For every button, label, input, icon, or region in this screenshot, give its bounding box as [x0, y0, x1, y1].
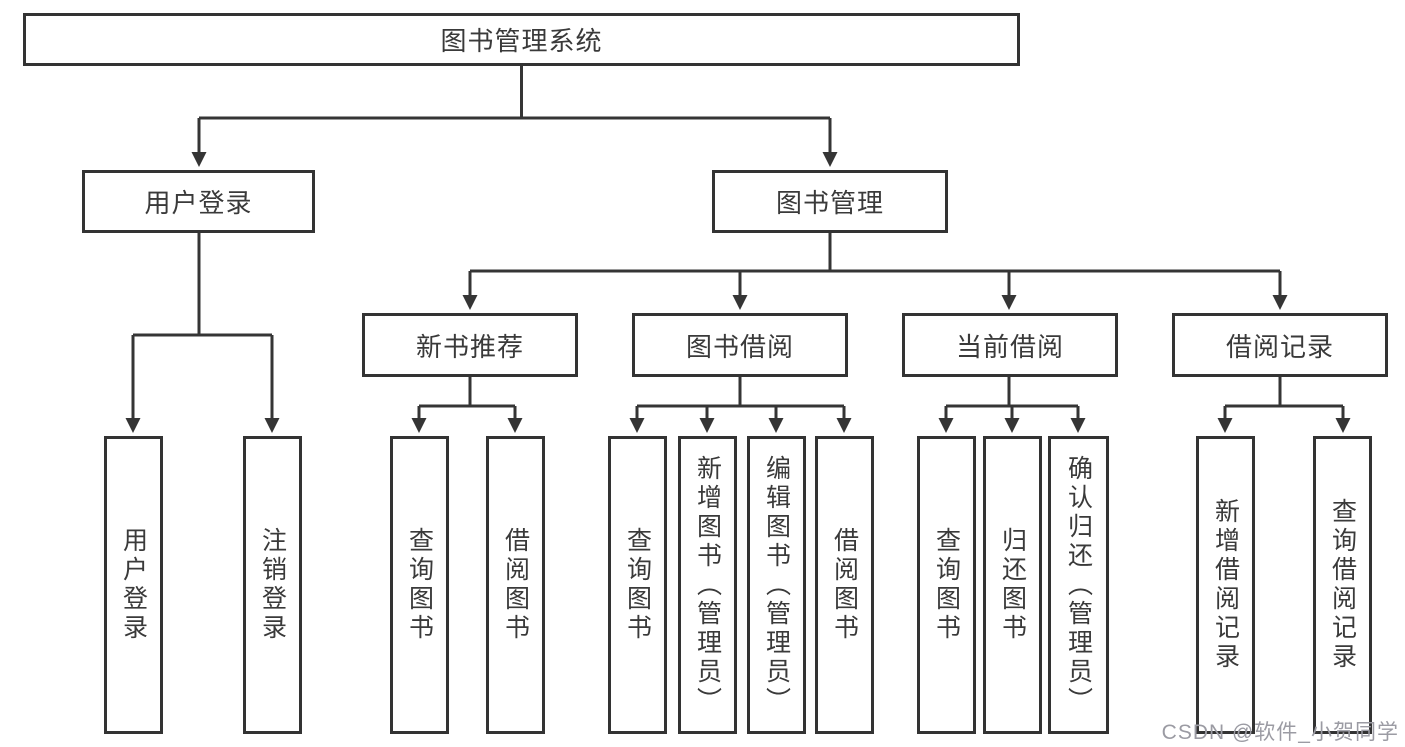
node-label: 新增借阅记录 — [1211, 498, 1240, 672]
node-label: 新增图书（管理员） — [693, 454, 722, 716]
node-label: 查询图书 — [405, 527, 434, 643]
node-current-borrow: 当前借阅 — [902, 313, 1118, 377]
node-label: 图书管理 — [775, 188, 884, 218]
connector-user-login-spreader — [133, 233, 272, 337]
node-label: 查询图书 — [623, 527, 652, 643]
node-leaf-bb-query-books: 查询图书 — [608, 436, 667, 734]
connector-new-book-spreader — [419, 377, 515, 408]
node-label: 查询图书 — [932, 527, 961, 643]
connector-book-management-spreader — [470, 233, 1280, 273]
node-leaf-br-add-record: 新增借阅记录 — [1196, 436, 1255, 734]
node-label: 确认归还（管理员） — [1064, 454, 1093, 716]
node-leaf-user-login: 用户登录 — [104, 436, 163, 734]
node-leaf-bb-edit-books-admin: 编辑图书（管理员） — [747, 436, 806, 734]
connector-current-borrow-spreader — [946, 377, 1078, 408]
csdn-watermark: CSDN @软件_小贺同学 — [1161, 721, 1399, 744]
node-borrow-records: 借阅记录 — [1172, 313, 1388, 377]
node-label: 图书借阅 — [685, 331, 794, 362]
node-leaf-br-query-record: 查询借阅记录 — [1313, 436, 1372, 734]
node-user-login: 用户登录 — [82, 170, 315, 233]
node-leaf-cb-return-books: 归还图书 — [983, 436, 1042, 734]
node-leaf-nb-query-books: 查询图书 — [390, 436, 449, 734]
node-leaf-nb-borrow-books: 借阅图书 — [486, 436, 545, 734]
node-label: 归还图书 — [998, 527, 1027, 643]
node-label: 新书推荐 — [415, 331, 524, 362]
node-label: 借阅图书 — [501, 527, 530, 643]
node-leaf-bb-add-books-admin: 新增图书（管理员） — [678, 436, 737, 734]
node-label: 注销登录 — [258, 527, 287, 643]
node-leaf-cb-confirm-return-admin: 确认归还（管理员） — [1048, 436, 1109, 734]
node-leaf-bb-borrow-books: 借阅图书 — [815, 436, 874, 734]
node-book-borrow: 图书借阅 — [632, 313, 848, 377]
node-book-management: 图书管理 — [712, 170, 948, 233]
node-label: 编辑图书（管理员） — [762, 454, 791, 716]
connector-book-borrow-spreader — [637, 377, 844, 408]
node-label: 图书管理系统 — [440, 26, 603, 56]
node-label: 当前借阅 — [955, 331, 1064, 362]
node-label: 用户登录 — [144, 188, 253, 218]
node-label: 借阅记录 — [1225, 331, 1334, 362]
node-new-book-recommend: 新书推荐 — [362, 313, 578, 377]
node-label: 查询借阅记录 — [1328, 498, 1357, 672]
node-leaf-logout: 注销登录 — [243, 436, 302, 734]
connector-borrow-records-spreader — [1225, 377, 1343, 408]
node-leaf-cb-query-books: 查询图书 — [917, 436, 976, 734]
connector-root-spreader — [199, 66, 830, 120]
node-library-management-system: 图书管理系统 — [23, 13, 1020, 66]
node-label: 借阅图书 — [830, 527, 859, 643]
node-label: 用户登录 — [119, 527, 148, 643]
